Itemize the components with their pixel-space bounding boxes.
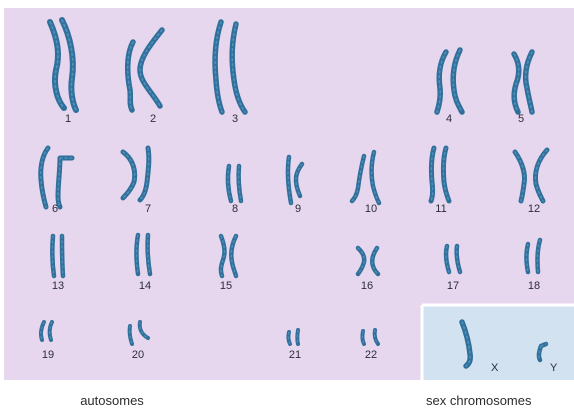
chromosome-label-1: 1 xyxy=(65,113,71,125)
chromosome-label-4: 4 xyxy=(446,113,452,125)
chromosome-label-22: 22 xyxy=(365,349,377,361)
chromosome-label-8: 8 xyxy=(232,203,238,215)
autosomes-caption: autosomes xyxy=(80,393,144,408)
chromosome-label-18: 18 xyxy=(528,280,540,292)
chromosome-label-12: 12 xyxy=(528,203,540,215)
chromosome-label-13: 13 xyxy=(52,280,64,292)
sex-chromosomes-caption: sex chromosomes xyxy=(426,393,532,408)
chromosome-label-17: 17 xyxy=(447,280,459,292)
chromosome-label-11: 11 xyxy=(435,203,446,215)
chromosome-label-6: 6 xyxy=(52,203,58,215)
chromosome-label-16: 16 xyxy=(361,280,373,292)
chromosome-label-2: 2 xyxy=(150,113,156,125)
sex-chromosome-label-Y: Y xyxy=(550,362,558,374)
chromosome-label-15: 15 xyxy=(220,280,232,292)
chromosome-label-10: 10 xyxy=(365,203,377,215)
chromosome-label-21: 21 xyxy=(289,349,301,361)
chromosome-label-3: 3 xyxy=(232,113,238,125)
chromosome-label-7: 7 xyxy=(145,203,151,215)
sex-chromosome-label-X: X xyxy=(491,362,499,374)
chromosome-label-5: 5 xyxy=(518,113,524,125)
chromosome-label-9: 9 xyxy=(295,203,301,215)
chromosome-label-14: 14 xyxy=(139,280,151,292)
chromosome-label-20: 20 xyxy=(132,349,144,361)
chromosome-label-19: 19 xyxy=(42,349,54,361)
